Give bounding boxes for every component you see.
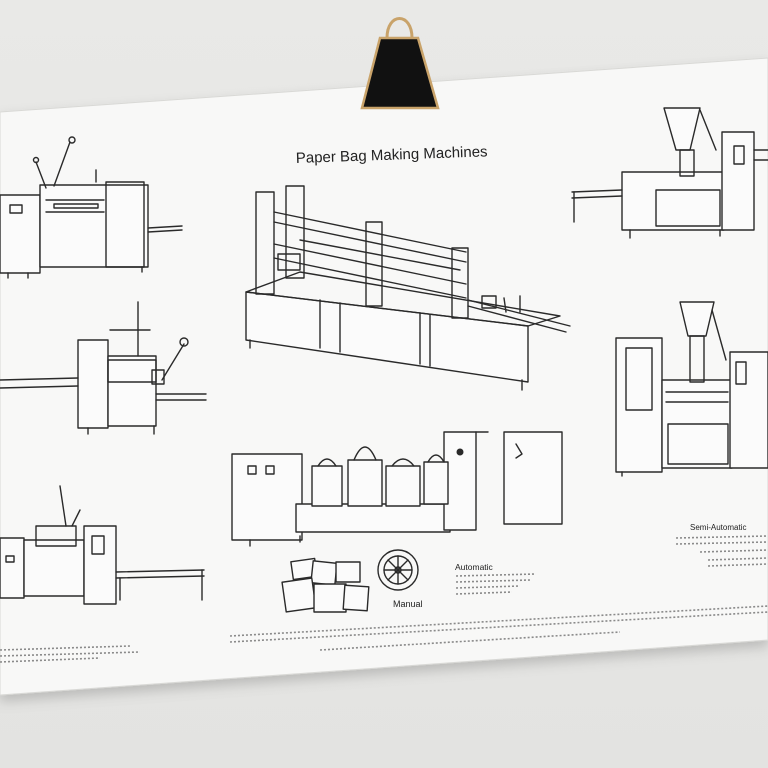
label-manual: Manual xyxy=(393,599,423,609)
label-automatic: Automatic xyxy=(455,562,494,572)
bag-production-line xyxy=(231,431,563,547)
poster-title: Paper Bag Making Machines xyxy=(296,143,488,167)
machine-top-left xyxy=(0,136,183,279)
manual-bag-stack xyxy=(281,557,370,613)
machine-center-large xyxy=(245,185,571,391)
label-semi-automatic: Semi-Automatic xyxy=(690,523,746,532)
bag-clip-icon xyxy=(360,17,440,110)
gear-wheel-icon xyxy=(377,549,419,591)
placeholder-text-lines xyxy=(0,535,768,663)
machine-top-right xyxy=(571,107,768,239)
machine-right-middle xyxy=(615,301,768,477)
machine-bottom-left xyxy=(0,485,205,605)
machine-left-middle xyxy=(0,301,207,435)
poster-sheet xyxy=(0,57,768,696)
